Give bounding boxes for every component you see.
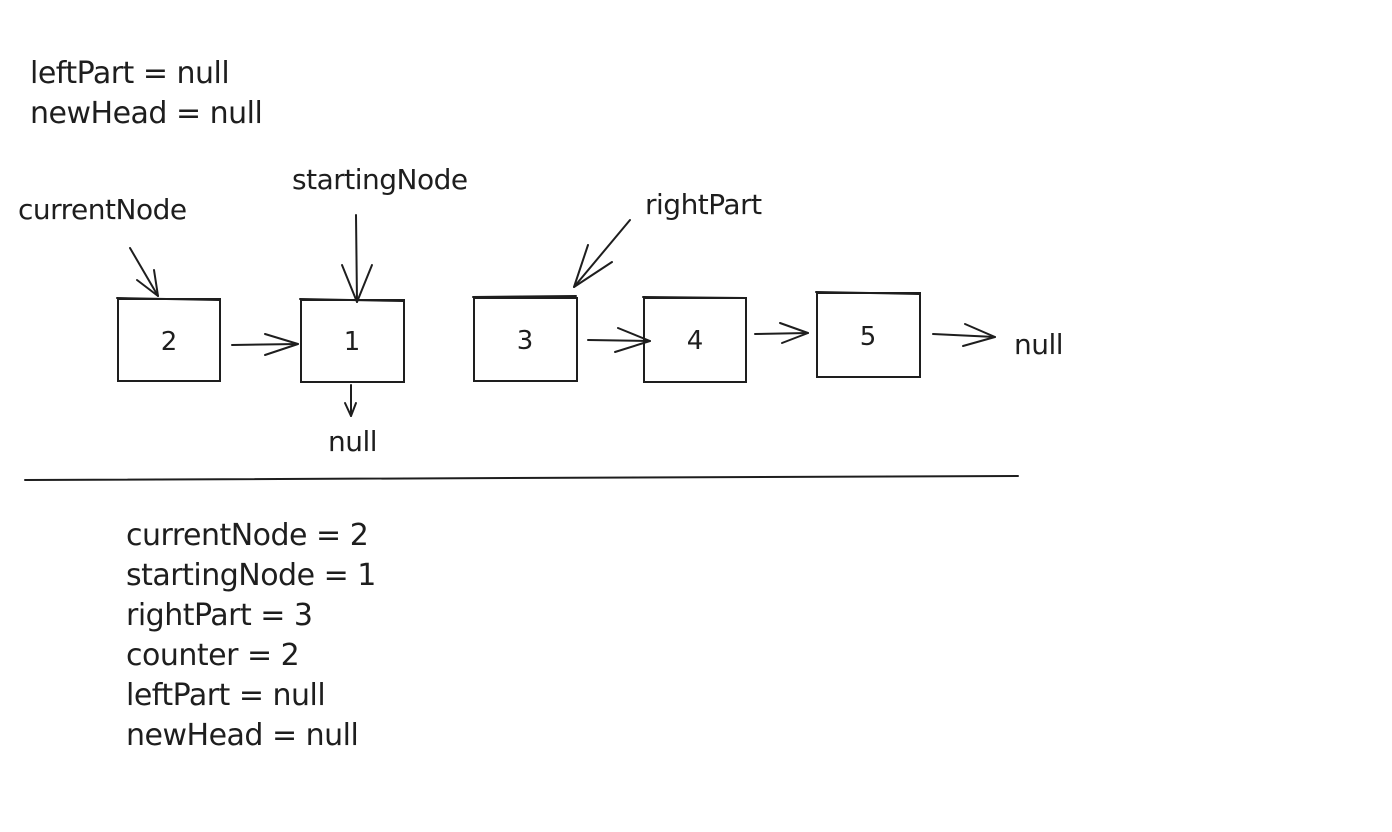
sketch-edge (299, 298, 404, 302)
node-box (117, 298, 221, 382)
sketch-edge (116, 297, 220, 301)
top-state-left-part: leftPart = null (30, 56, 230, 91)
node-box (816, 292, 921, 378)
state-starting-node: startingNode = 1 (126, 558, 376, 593)
node-value: 3 (517, 326, 534, 356)
arrow-node-4-to-node-5 (754, 322, 809, 344)
pointer-label-starting-node: startingNode (292, 163, 468, 196)
sketch-edge (642, 296, 746, 299)
arrow-right-part-pointer (573, 219, 631, 288)
null-label-after-node-5: null (1014, 328, 1064, 361)
state-right-part: rightPart = 3 (126, 598, 313, 633)
arrow-node-2-to-node-1 (231, 333, 299, 356)
node-box (643, 297, 747, 383)
state-left-part: leftPart = null (126, 678, 326, 713)
arrow-node-5-to-null (932, 323, 996, 347)
node-value: 4 (687, 326, 704, 356)
state-new-head: newHead = null (126, 718, 359, 753)
pointer-label-current-node: currentNode (18, 193, 187, 226)
divider-line (24, 475, 1019, 481)
node-value: 1 (344, 327, 361, 357)
arrow-starting-node-pointer (341, 214, 373, 303)
node-value: 2 (161, 327, 178, 357)
null-label-below-node-1: null (328, 425, 378, 458)
arrow-current-node-pointer (129, 247, 159, 297)
arrow-node-3-to-node-4 (587, 327, 651, 353)
arrow-node-1-to-null (344, 384, 357, 417)
node-3[interactable]: 3 (472, 295, 578, 382)
node-2[interactable]: 2 (116, 297, 221, 382)
state-counter: counter = 2 (126, 638, 300, 673)
sketch-edge (472, 295, 577, 298)
node-value: 5 (860, 322, 877, 352)
pointer-label-right-part: rightPart (645, 188, 762, 221)
sketch-edge (815, 291, 920, 295)
node-1[interactable]: 1 (299, 298, 405, 383)
top-state-new-head: newHead = null (30, 96, 263, 131)
state-current-node: currentNode = 2 (126, 518, 369, 553)
node-5[interactable]: 5 (815, 291, 921, 378)
node-box (473, 297, 578, 382)
node-4[interactable]: 4 (642, 296, 747, 383)
